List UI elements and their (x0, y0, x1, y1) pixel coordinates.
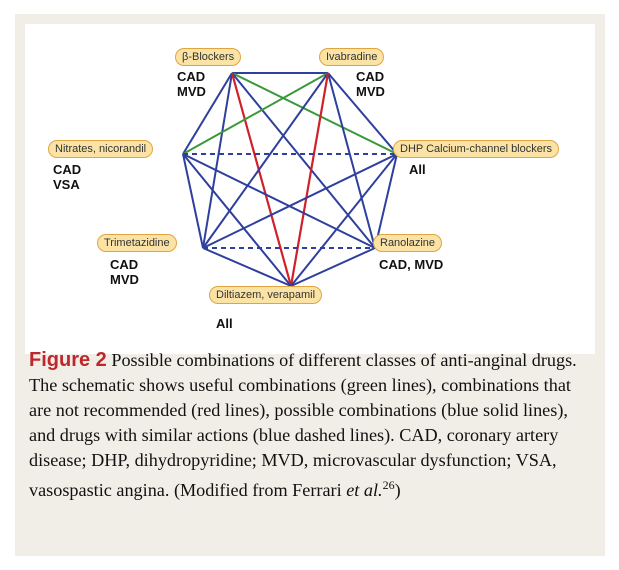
node-beta-blockers: β-Blockers (175, 48, 242, 66)
caption-et-al: et al. (346, 480, 383, 501)
edge-ivabradine-trimetazidine (202, 72, 329, 249)
edge-ivabradine-nitrates (182, 72, 329, 155)
edge-dhp-ranolazine (374, 153, 398, 249)
indications-trimetazidine: CAD MVD (110, 257, 139, 287)
edge-dhp-diltiazem (290, 153, 398, 287)
edge-ranolazine-diltiazem (290, 247, 376, 287)
node-ranolazine: Ranolazine (373, 234, 443, 252)
edge-beta_blockers-trimetazidine (202, 72, 233, 249)
edge-trimetazidine-diltiazem (202, 247, 292, 287)
edge-ivabradine-ranolazine (327, 72, 376, 249)
edge-nitrates-trimetazidine (182, 153, 204, 249)
caption-reference: 26 (382, 478, 395, 492)
edge-ivabradine-diltiazem (289, 72, 330, 287)
caption-text: Possible combinations of different class… (29, 350, 577, 501)
indications-ivabradine: CAD MVD (356, 69, 385, 99)
indications-diltiazem: All (216, 316, 233, 331)
indications-dhp: All (409, 162, 426, 177)
edge-ivabradine-dhp (327, 72, 398, 155)
figure-label: Figure 2 (29, 349, 107, 371)
node-ivabradine: Ivabradine (319, 48, 385, 66)
node-diltiazem-verapamil: Diltiazem, verapamil (209, 286, 323, 304)
edge-beta_blockers-dhp (231, 72, 398, 155)
figure-panel: β-Blockers CAD MVD Ivabradine CAD MVD Ni… (15, 14, 605, 556)
combination-lines (182, 72, 398, 287)
node-nitrates-nicorandil: Nitrates, nicorandil (48, 140, 154, 158)
figure-caption: Figure 2 Possible combinations of differ… (29, 348, 594, 503)
diagram-area: β-Blockers CAD MVD Ivabradine CAD MVD Ni… (25, 24, 595, 354)
indications-beta-blockers: CAD MVD (177, 69, 206, 99)
edge-beta_blockers-diltiazem (230, 72, 293, 287)
node-trimetazidine: Trimetazidine (97, 234, 177, 252)
edge-beta_blockers-nitrates (182, 72, 233, 155)
caption-close: ) (394, 480, 401, 501)
node-dhp-calcium-channel-blockers: DHP Calcium-channel blockers (393, 140, 560, 158)
indications-nitrates: CAD VSA (53, 162, 82, 192)
edge-nitrates-diltiazem (182, 153, 292, 287)
indications-ranolazine: CAD, MVD (379, 257, 444, 272)
edge-beta_blockers-ranolazine (231, 72, 376, 249)
edge-nitrates-ranolazine (182, 153, 376, 249)
edge-dhp-trimetazidine (202, 153, 398, 249)
